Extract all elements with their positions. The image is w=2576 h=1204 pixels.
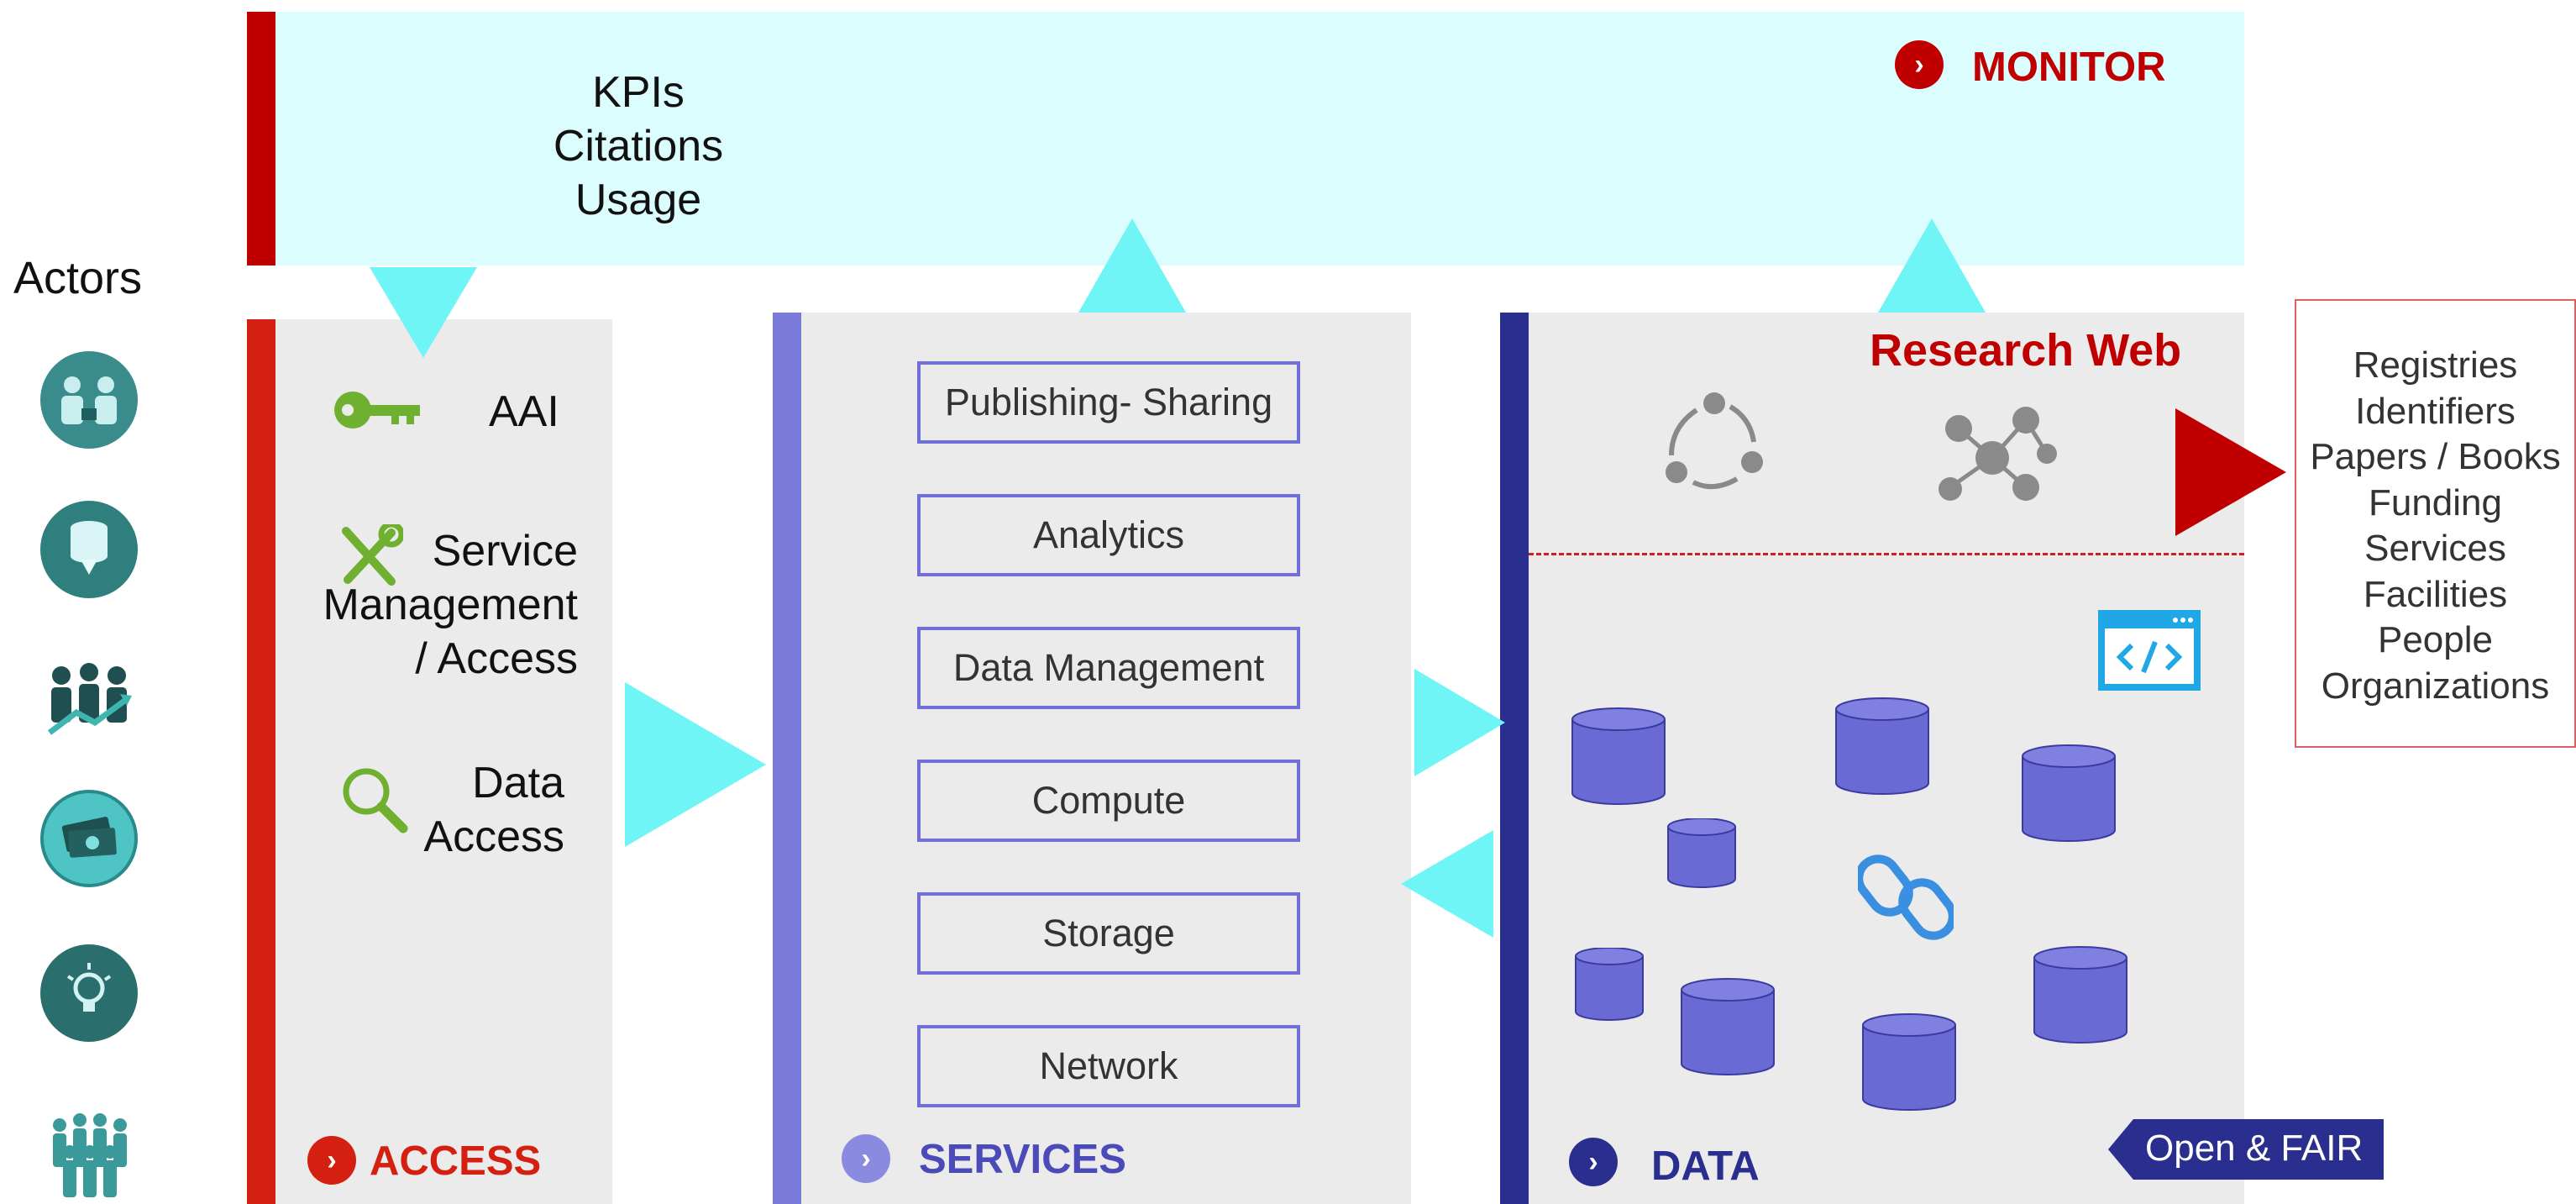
researchers-icon — [40, 351, 138, 449]
arrow-services-to-monitor — [1078, 218, 1186, 313]
data-title: DATA — [1651, 1144, 1760, 1189]
registry-item: Services — [2364, 528, 2506, 569]
database-icon — [1862, 1013, 1956, 1111]
data-chevron-icon: › — [1569, 1138, 1618, 1186]
kpi-item: KPIs — [592, 68, 685, 117]
database-icon — [1681, 978, 1775, 1075]
lightbulb-icon — [40, 944, 138, 1042]
arrow-research-web-to-registry — [2175, 408, 2286, 536]
network-people-icon — [1925, 395, 2059, 517]
arrow-services-to-data — [1414, 669, 1505, 776]
access-panel — [247, 319, 612, 1204]
monitor-kpi-list: KPIs Citations Usage — [521, 66, 756, 227]
services-accent-bar — [773, 313, 801, 1204]
cycle-icon — [1660, 388, 1769, 502]
kpi-item: Usage — [574, 176, 702, 224]
tools-icon — [336, 521, 405, 592]
services-chevron-icon: › — [842, 1134, 890, 1183]
database-icon — [1667, 818, 1736, 888]
service-box-storage: Storage — [917, 892, 1300, 975]
access-chevron-icon: › — [307, 1136, 356, 1185]
registry-item: People — [2377, 619, 2493, 660]
search-icon — [339, 765, 410, 839]
monitor-chevron-icon: › — [1895, 40, 1944, 89]
access-title: ACCESS — [370, 1138, 542, 1184]
research-web-divider — [1529, 553, 2244, 555]
arrow-access-to-services — [625, 682, 766, 847]
registry-item: Funding — [2368, 481, 2502, 523]
business-growth-icon — [40, 650, 138, 748]
access-item-aai: AAI — [489, 387, 559, 436]
services-title: SERVICES — [919, 1137, 1126, 1182]
database-download-icon — [40, 501, 138, 598]
arrow-data-to-services — [1401, 830, 1493, 938]
service-box-data-management: Data Management — [917, 627, 1300, 709]
registry-item: Papers / Books — [2310, 436, 2561, 477]
database-icon — [1835, 697, 1929, 795]
access-item-data-access: Data Access — [423, 759, 564, 861]
link-icon — [1855, 849, 1957, 950]
monitor-title: MONITOR — [1972, 45, 2166, 90]
monitor-accent-bar — [247, 12, 275, 266]
arrow-monitor-to-access — [370, 267, 477, 358]
code-window-icon — [2098, 610, 2201, 691]
open-fair-badge: Open & FAIR — [2108, 1119, 2384, 1180]
kpi-item: Citations — [553, 122, 724, 171]
database-icon — [1571, 707, 1666, 805]
service-box-analytics: Analytics — [917, 494, 1300, 576]
service-box-network: Network — [917, 1025, 1300, 1107]
database-icon — [2022, 744, 2116, 842]
access-item-service-management: Service Management / Access — [323, 527, 578, 683]
registry-item: Facilities — [2363, 573, 2508, 615]
key-icon — [333, 388, 425, 436]
services-panel — [773, 313, 1411, 1204]
registry-item: Organizations — [2321, 665, 2550, 707]
registry-list-box: Registries Identifiers Papers / Books Fu… — [2295, 299, 2576, 748]
money-icon — [40, 790, 138, 887]
open-fair-label: Open & FAIR — [2145, 1128, 2364, 1169]
registry-item: Identifiers — [2355, 390, 2516, 432]
registry-item: Registries — [2353, 344, 2518, 386]
database-icon — [2033, 946, 2127, 1044]
people-group-icon — [40, 1106, 138, 1203]
access-accent-bar — [247, 319, 275, 1204]
database-icon — [1575, 948, 1644, 1021]
research-web-title: Research Web — [1870, 325, 2182, 376]
service-box-publishing-sharing: Publishing- Sharing — [917, 361, 1300, 444]
arrow-data-to-monitor — [1878, 218, 1986, 313]
service-box-compute: Compute — [917, 760, 1300, 842]
actors-title: Actors — [13, 253, 143, 303]
